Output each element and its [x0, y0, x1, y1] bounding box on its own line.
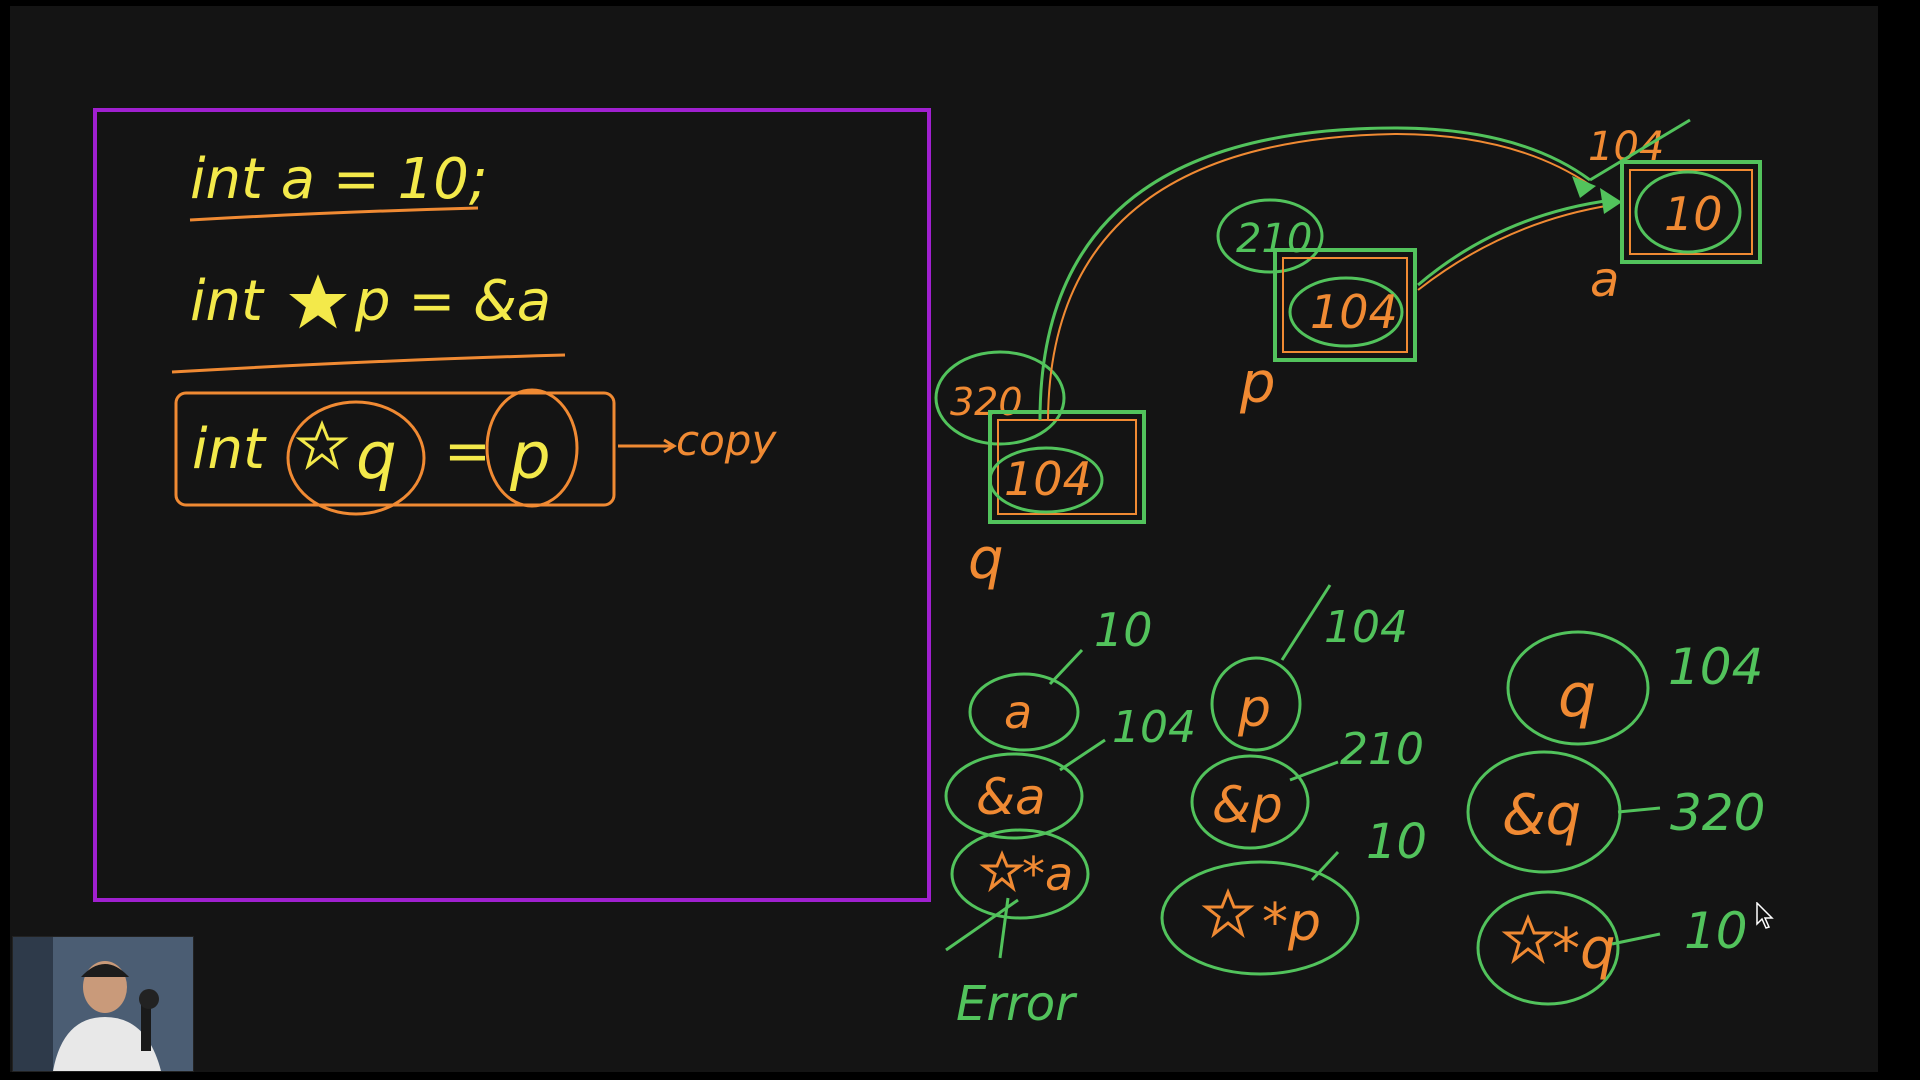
expr-deref-p-arrow	[1310, 850, 1340, 882]
expr-deref-a-circle	[950, 828, 1090, 920]
q-label: q	[968, 527, 1004, 592]
p-address-circle	[1216, 198, 1324, 274]
q-address: 320	[950, 380, 1023, 424]
expr-a-arrow	[1048, 648, 1084, 686]
expr-p: p	[1237, 679, 1271, 739]
expr-addr-p-arrow	[1289, 760, 1339, 782]
star-icon	[1201, 887, 1255, 939]
p-to-a-arrowhead	[1600, 188, 1622, 214]
star-icon	[289, 274, 347, 329]
q-value: 104	[1004, 452, 1092, 506]
code-line-3-keyword: int	[192, 417, 267, 482]
q-address-circle	[934, 350, 1066, 446]
expr-deref-q-result: 10	[1684, 902, 1748, 960]
code-line-2-rest: p = &a	[354, 269, 551, 334]
q-memory-box-inner	[997, 419, 1137, 515]
expr-deref-q-arrow	[1611, 932, 1661, 946]
q-to-a-arrow-orange	[1047, 132, 1591, 421]
code-line-3-equals: =	[444, 419, 491, 484]
expr-q-circle	[1506, 630, 1650, 746]
code-line-3-p: p	[509, 420, 551, 494]
code-line-1: int a = 10;	[190, 147, 488, 212]
expr-addr-a-result: 104	[1112, 702, 1196, 753]
underline-2	[171, 353, 566, 374]
code-line-2-keyword: int	[190, 269, 265, 334]
code-line-3-q: q	[356, 420, 397, 494]
expr-addr-q: &q	[1502, 783, 1581, 848]
q-to-a-arrow	[1038, 126, 1591, 421]
a-memory-box	[1620, 160, 1762, 264]
p-circle	[485, 388, 579, 508]
expr-addr-q-arrow	[1617, 806, 1661, 814]
expr-deref-a: *a	[1022, 847, 1073, 901]
a-label: a	[1590, 252, 1619, 308]
expr-addr-p: &p	[1212, 776, 1283, 834]
a-memory-box-inner	[1629, 169, 1753, 255]
p-memory-box-inner	[1282, 257, 1408, 353]
copy-label: copy	[676, 416, 777, 465]
expr-a-result: 10	[1094, 603, 1153, 657]
underline-1	[189, 206, 479, 222]
star-icon	[1501, 913, 1555, 965]
expr-addr-q-result: 320	[1670, 784, 1765, 842]
expr-p-circle	[1210, 656, 1302, 752]
expr-addr-p-circle	[1190, 754, 1310, 850]
expr-deref-a-result: Error	[956, 976, 1078, 1032]
expr-q: q	[1558, 661, 1596, 731]
expr-p-arrow	[1280, 584, 1332, 661]
q-memory-box	[988, 410, 1146, 524]
q-value-circle	[988, 446, 1104, 514]
a-value: 10	[1664, 187, 1723, 241]
expr-addr-p-result: 210	[1340, 724, 1424, 775]
star-icon	[979, 850, 1025, 893]
expr-addr-a-arrow	[1059, 738, 1106, 772]
expr-p-result: 104	[1324, 602, 1408, 653]
address-strike	[1589, 118, 1691, 182]
expr-addr-a: &a	[976, 768, 1046, 826]
presenter-webcam	[12, 936, 194, 1072]
q-to-a-arrowhead	[1572, 176, 1596, 198]
star-icon	[295, 419, 349, 471]
star-q-circle	[286, 400, 426, 516]
error-arrow	[998, 897, 1010, 959]
expr-q-result: 104	[1668, 638, 1763, 696]
p-label: p	[1239, 351, 1276, 416]
p-value: 104	[1310, 285, 1398, 339]
p-value-circle	[1288, 276, 1404, 348]
a-value-circle	[1634, 170, 1742, 254]
p-to-a-arrow	[1417, 198, 1613, 287]
p-memory-box	[1273, 248, 1417, 362]
expr-addr-a-circle	[944, 752, 1084, 840]
expr-a-circle	[968, 672, 1080, 752]
expr-deref-q-circle	[1476, 890, 1620, 1006]
expr-a: a	[1004, 685, 1032, 739]
copy-arrow	[618, 438, 677, 454]
expr-deref-p-result: 10	[1366, 814, 1427, 870]
expr-deref-p-circle	[1160, 860, 1360, 976]
expr-deref-q: *q	[1552, 917, 1616, 982]
code-frame	[93, 108, 931, 902]
p-to-a-arrow-orange	[1417, 204, 1613, 291]
expr-deref-p: *p	[1262, 893, 1321, 953]
